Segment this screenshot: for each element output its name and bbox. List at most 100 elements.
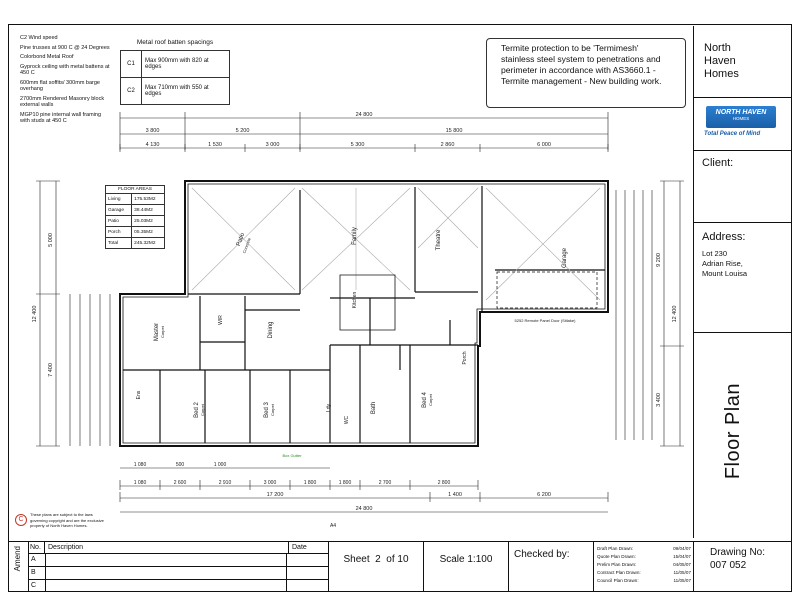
client-label: Client: [702, 157, 734, 169]
company-name-line: North [704, 42, 731, 54]
logo-sub: HOMES [732, 116, 750, 121]
logo-tagline: Total Peace of Mind [704, 131, 761, 137]
amend-header: No. Description Date [29, 542, 328, 554]
drawn-row: Quote Plan Drawn: 15/04/07 [597, 553, 691, 561]
plan-title-cell: Floor Plan [694, 333, 791, 539]
amend-label: Amend [13, 546, 22, 572]
company-name-cell: North Haven Homes [694, 26, 791, 98]
spec-note: 600mm flat soffits/ 300mm barge overhang [20, 79, 100, 93]
spec-note: Pine trusses at 900 C @ 24 Degrees [20, 44, 110, 51]
batten-title: Metal roof batten spacings [136, 39, 214, 46]
drawing-frame [8, 24, 792, 592]
spec-note: Colorbond Metal Roof [20, 54, 74, 60]
drawing-no-cell: Drawing No: 007 052 [694, 542, 791, 592]
drawn-date: 04/05/07 [673, 562, 691, 567]
drawn-label: Quote Plan Drawn: [597, 554, 636, 559]
title-block: North Haven Homes NORTH HAVEN HOMES Tota… [693, 26, 791, 538]
amend-row: C [29, 580, 328, 592]
col-no: No. [29, 542, 45, 553]
drawn-date: 11/05/07 [673, 570, 691, 575]
amend-row-letter: C [29, 580, 46, 592]
amend-row: B [29, 567, 328, 580]
plan-title: Floor Plan [722, 383, 744, 480]
address-cell: Address: Lot 230 Adrian Rise, Mount Loui… [694, 223, 791, 333]
floor-area-name: Total [104, 237, 133, 249]
floor-area-value: 245.32M2 [131, 237, 165, 249]
address-line: Mount Louisa [702, 269, 748, 278]
drawn-label: Council Plan Drawn: [597, 578, 639, 583]
drawn-row: Council Plan Drawn: 11/05/07 [597, 577, 691, 585]
sheet-cell: Sheet 2 of 10 [329, 542, 424, 592]
sheet-text: Sheet 2 of 10 [343, 554, 409, 565]
spec-note: C2 Wind speed [20, 35, 58, 41]
checked-by-label: Checked by: [514, 549, 570, 560]
spec-note: MGP10 pine internal wall framing with st… [20, 111, 102, 125]
drawn-label: Contract Plan Drawn: [597, 570, 641, 575]
floor-area-name: Garage [104, 204, 133, 216]
copyright-note: C These plans are subject to the laws go… [15, 512, 107, 529]
floor-area-name: Porch [104, 226, 133, 238]
floor-areas-title: FLOOR AREAS [105, 185, 165, 193]
address-label: Address: [702, 231, 746, 243]
floor-area-value: 05.35M2 [131, 226, 165, 238]
col-desc: Description [45, 542, 289, 553]
spec-note: 2700mm Rendered Masonry block external w… [20, 95, 105, 109]
scale-cell: Scale 1:100 [424, 542, 509, 592]
batten-code: C2 [120, 77, 142, 105]
checked-by-cell: Checked by: [509, 542, 594, 592]
floor-area-value: 38.44M2 [131, 204, 165, 216]
drawn-date: 15/04/07 [673, 554, 691, 559]
copyright-text: These plans are subject to the laws gove… [30, 512, 104, 528]
address-line: Lot 230 [702, 249, 728, 258]
company-logo: NORTH HAVEN HOMES [706, 106, 776, 128]
drawn-label: Draft Plan Drawn: [597, 546, 634, 551]
scale-text: Scale 1:100 [439, 554, 493, 565]
drawn-label: Prelim Plan Drawn: [597, 562, 637, 567]
amend-row-desc [46, 580, 287, 592]
amend-row-letter: A [29, 554, 46, 566]
batten-text: Max 900mm with 820 at edges [141, 50, 230, 78]
drawing-no-label: Drawing No: [710, 547, 766, 558]
address-line: Adrian Rise, [702, 259, 743, 268]
floor-area-name: Patio [104, 215, 133, 227]
batten-code: C1 [120, 50, 142, 78]
logo-cell: NORTH HAVEN HOMES Total Peace of Mind [694, 98, 791, 151]
amend-row-desc [46, 554, 287, 566]
batten-text: Max 710mm with 550 at edges [141, 77, 230, 105]
drawn-row: Draft Plan Drawn: 09/04/07 [597, 545, 691, 553]
client-cell: Client: [694, 151, 791, 223]
drawn-date: 09/04/07 [673, 546, 691, 551]
drawn-row: Contract Plan Drawn: 11/05/07 [597, 569, 691, 577]
company-name-line: Haven [704, 55, 736, 67]
company-name-line: Homes [704, 68, 739, 80]
termite-note: Termite protection to be 'Termimesh' sta… [486, 38, 686, 108]
col-date: Date [292, 544, 307, 551]
drawn-row: Prelim Plan Drawn: 04/05/07 [597, 561, 691, 569]
spec-note: Gyprock ceiling with metal battens at 45… [20, 63, 110, 77]
floor-area-name: Living [104, 193, 133, 205]
drawing-no: 007 052 [710, 560, 747, 571]
amend-label-cell: Amend [9, 542, 29, 592]
amend-row-letter: B [29, 567, 46, 579]
floor-area-value: 175.53M2 [131, 193, 165, 205]
amend-row-desc [46, 567, 287, 579]
logo-name: NORTH HAVEN [715, 109, 767, 116]
drawn-date: 11/05/07 [673, 578, 691, 583]
